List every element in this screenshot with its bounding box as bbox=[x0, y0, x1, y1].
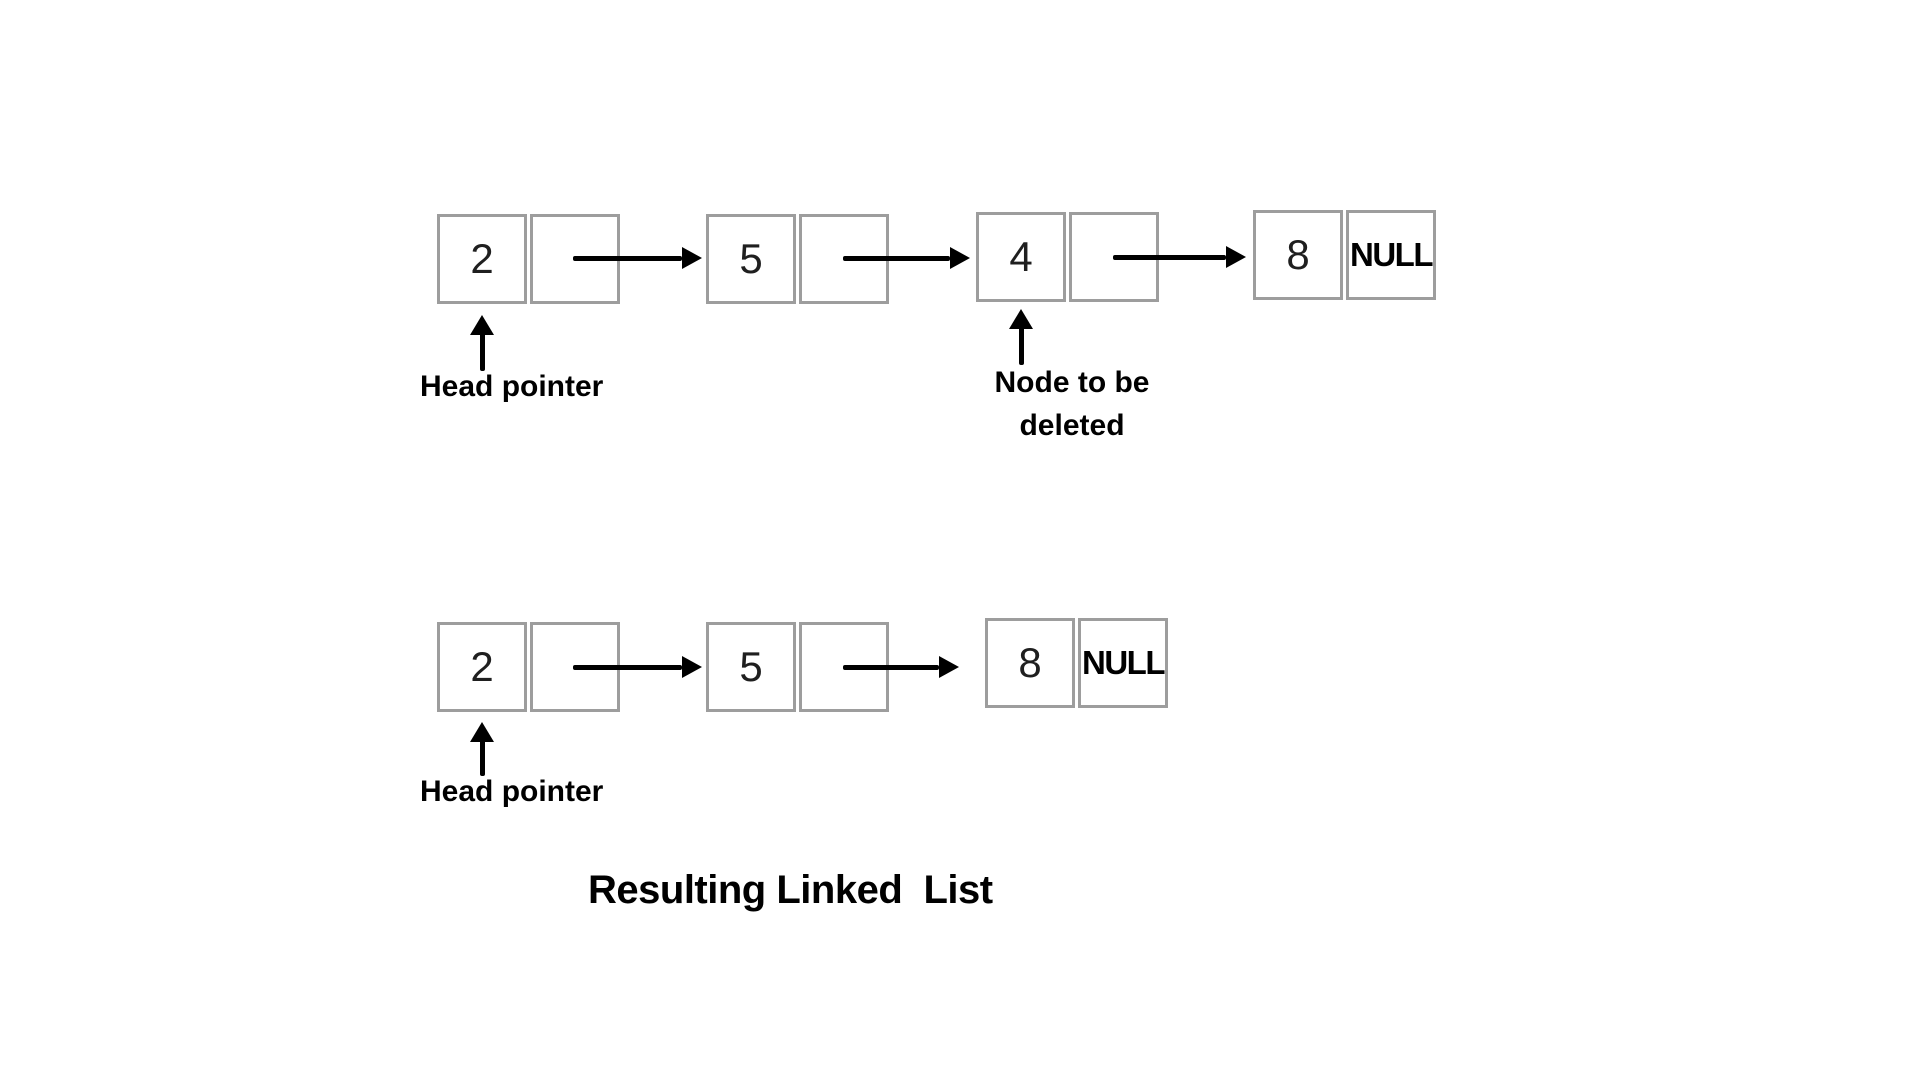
arrow-head-icon bbox=[1226, 246, 1246, 268]
head-pointer-arrow bbox=[470, 315, 494, 373]
node-to-be-deleted-line1: Node to be bbox=[994, 366, 1150, 399]
head-pointer-label: Head pointer bbox=[420, 370, 604, 403]
node-to-be-deleted-line2: deleted bbox=[1019, 409, 1125, 442]
arrow-shaft bbox=[573, 256, 682, 261]
list-node: 8 NULL bbox=[1253, 210, 1436, 300]
node-value-cell: 2 bbox=[437, 214, 527, 304]
null-label: NULL bbox=[1082, 644, 1165, 681]
list-node: 5 bbox=[706, 214, 889, 304]
arrow-shaft bbox=[1018, 327, 1024, 365]
null-label: NULL bbox=[1350, 236, 1433, 273]
node-pointer-cell: NULL bbox=[1078, 618, 1168, 708]
arrow-head-icon bbox=[939, 656, 959, 678]
next-pointer-arrow bbox=[843, 247, 970, 269]
node-value: 5 bbox=[739, 235, 763, 282]
delete-pointer-arrow bbox=[1009, 309, 1033, 367]
next-pointer-arrow bbox=[843, 656, 959, 678]
list-node: 8 NULL bbox=[985, 618, 1168, 708]
arrow-head-icon bbox=[470, 722, 494, 742]
arrow-shaft bbox=[1113, 255, 1226, 260]
arrow-shaft bbox=[479, 333, 485, 371]
arrow-shaft bbox=[479, 740, 485, 776]
node-value-cell: 5 bbox=[706, 214, 796, 304]
node-value: 8 bbox=[1286, 231, 1310, 278]
arrow-head-icon bbox=[470, 315, 494, 335]
next-pointer-arrow bbox=[573, 656, 702, 678]
diagram-title: Resulting Linked List bbox=[588, 868, 993, 912]
node-value-cell: 8 bbox=[985, 618, 1075, 708]
head-pointer-label: Head pointer bbox=[420, 775, 604, 808]
node-value: 4 bbox=[1009, 233, 1033, 280]
arrow-head-icon bbox=[950, 247, 970, 269]
arrow-head-icon bbox=[682, 247, 702, 269]
node-value: 2 bbox=[470, 643, 494, 690]
node-to-be-deleted-label: Node to be deleted bbox=[958, 361, 1186, 447]
node-value-cell: 5 bbox=[706, 622, 796, 712]
list-node: 5 bbox=[706, 622, 889, 712]
node-value-cell: 4 bbox=[976, 212, 1066, 302]
node-value-cell: 8 bbox=[1253, 210, 1343, 300]
arrow-head-icon bbox=[682, 656, 702, 678]
node-pointer-cell: NULL bbox=[1346, 210, 1436, 300]
head-pointer-arrow bbox=[470, 722, 494, 778]
next-pointer-arrow bbox=[1113, 246, 1246, 268]
node-value: 5 bbox=[739, 643, 763, 690]
node-value: 2 bbox=[470, 235, 494, 282]
arrow-shaft bbox=[843, 665, 939, 670]
arrow-head-icon bbox=[1009, 309, 1033, 329]
next-pointer-arrow bbox=[573, 247, 702, 269]
arrow-shaft bbox=[573, 665, 682, 670]
node-value: 8 bbox=[1018, 639, 1042, 686]
arrow-shaft bbox=[843, 256, 950, 261]
node-value-cell: 2 bbox=[437, 622, 527, 712]
